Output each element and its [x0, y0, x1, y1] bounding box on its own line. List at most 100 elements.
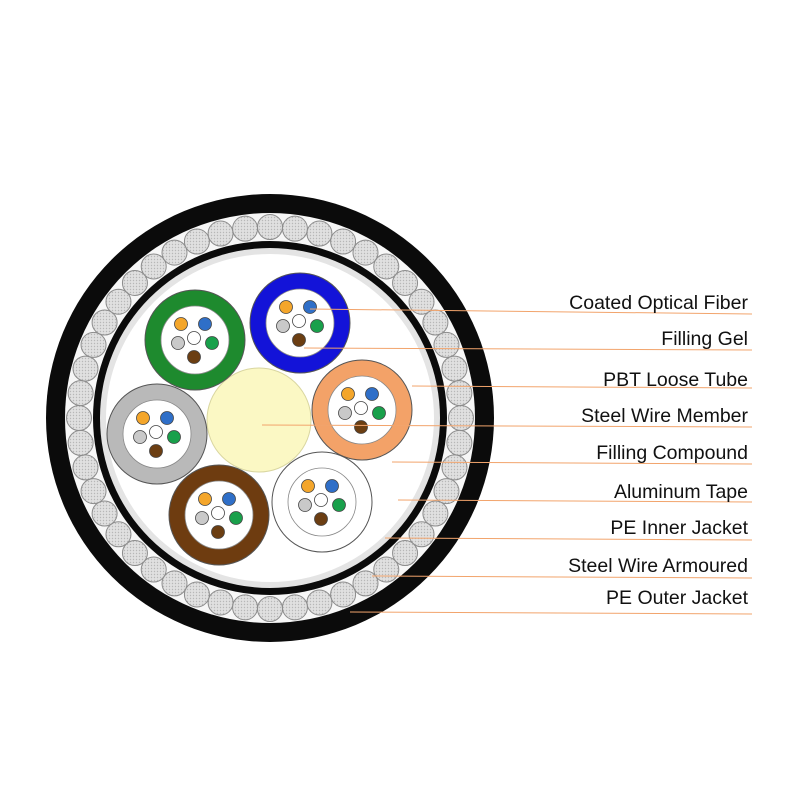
- coated-optical-fiber: [171, 336, 185, 350]
- coated-optical-fiber: [372, 406, 386, 420]
- label-aluminum-tape: Aluminum Tape: [614, 481, 748, 503]
- armour-wire: [232, 594, 259, 621]
- coated-optical-fiber: [325, 479, 339, 493]
- pbt-loose-tube-gray: [106, 383, 208, 485]
- leader-line: [411, 385, 753, 389]
- coated-optical-fiber: [211, 525, 225, 539]
- cable-cross-section: [46, 194, 494, 642]
- coated-optical-fiber: [365, 387, 379, 401]
- armour-wire: [67, 429, 94, 456]
- armour-wire: [66, 405, 92, 431]
- coated-optical-fiber: [276, 319, 290, 333]
- armour-wire: [330, 581, 357, 608]
- coated-optical-fiber: [198, 317, 212, 331]
- armour-wire: [306, 589, 333, 616]
- leader-line: [384, 537, 753, 541]
- armour-wire: [257, 596, 283, 622]
- armour-wire: [121, 269, 148, 296]
- armour-wire: [373, 253, 400, 280]
- label-steel-wire-member: Steel Wire Member: [581, 405, 748, 427]
- steel-wire-member: [206, 367, 312, 473]
- leader-line: [303, 347, 753, 351]
- armour-wire: [446, 429, 473, 456]
- label-pe-outer-jacket: PE Outer Jacket: [606, 587, 749, 609]
- leader-line: [349, 611, 753, 615]
- coated-optical-fiber: [338, 406, 352, 420]
- pbt-loose-tube-orange: [311, 359, 413, 461]
- armour-wire: [306, 220, 333, 247]
- pbt-loose-tube-blue: [249, 272, 351, 374]
- leader-line: [261, 424, 753, 428]
- armour-wire: [80, 478, 107, 505]
- armour-wire: [207, 589, 234, 616]
- coated-optical-fiber: [187, 350, 201, 364]
- armour-wire: [392, 540, 419, 567]
- armour-wire: [373, 556, 400, 583]
- coated-optical-fiber: [211, 506, 225, 520]
- armour-wire: [352, 239, 379, 266]
- coated-optical-fiber: [149, 444, 163, 458]
- armour-wire: [448, 405, 474, 431]
- coated-optical-fiber: [136, 411, 150, 425]
- label-pe-inner-jacket: PE Inner Jacket: [610, 517, 748, 539]
- coated-optical-fiber: [314, 512, 328, 526]
- coated-optical-fiber: [174, 317, 188, 331]
- armour-wire: [408, 521, 435, 548]
- callout-labels: Coated Optical Fiber Filling Gel PBT Loo…: [568, 292, 748, 609]
- coated-optical-fiber: [354, 401, 368, 415]
- coated-optical-fiber: [341, 387, 355, 401]
- armour-wire: [161, 570, 188, 597]
- armour-wire: [67, 380, 94, 407]
- armour-wire: [257, 214, 283, 240]
- armour-wire: [330, 228, 357, 255]
- armour-wire: [441, 355, 468, 382]
- armour-wire: [91, 309, 118, 336]
- coated-optical-fiber: [310, 319, 324, 333]
- leader-lines: [261, 308, 753, 615]
- pbt-loose-tube-brown: [168, 464, 270, 566]
- armour-wire: [80, 331, 107, 358]
- coated-optical-fiber: [187, 331, 201, 345]
- coated-optical-fiber: [195, 511, 209, 525]
- coated-optical-fiber: [298, 498, 312, 512]
- armour-wire: [140, 556, 167, 583]
- leader-line: [371, 575, 753, 579]
- leader-line: [309, 308, 753, 315]
- armour-wire: [183, 581, 210, 608]
- coated-optical-fiber: [279, 300, 293, 314]
- armour-wire: [281, 215, 308, 242]
- coated-optical-fiber: [301, 479, 315, 493]
- armour-wire: [408, 288, 435, 315]
- label-coated-optical-fiber: Coated Optical Fiber: [569, 292, 748, 314]
- coated-optical-fiber: [332, 498, 346, 512]
- armour-wire: [121, 540, 148, 567]
- armour-wire: [441, 454, 468, 481]
- armour-wire: [392, 269, 419, 296]
- coated-optical-fiber: [222, 492, 236, 506]
- armour-wire: [433, 331, 460, 358]
- armour-wire: [281, 594, 308, 621]
- armour-wire: [105, 288, 132, 315]
- label-filling-gel: Filling Gel: [661, 328, 748, 350]
- coated-optical-fiber: [133, 430, 147, 444]
- armour-wire: [183, 228, 210, 255]
- armour-wire: [232, 215, 259, 242]
- coated-optical-fiber: [303, 300, 317, 314]
- coated-optical-fiber: [205, 336, 219, 350]
- armour-wire: [105, 521, 132, 548]
- armour-wire: [72, 355, 99, 382]
- armour-wire: [422, 500, 449, 527]
- coated-optical-fiber: [198, 492, 212, 506]
- armour-wire: [140, 253, 167, 280]
- label-pbt-loose-tube: PBT Loose Tube: [603, 369, 748, 391]
- armour-wire: [446, 380, 473, 407]
- armour-wire: [161, 239, 188, 266]
- coated-optical-fiber: [314, 493, 328, 507]
- leader-line: [391, 461, 753, 465]
- armour-wire: [433, 478, 460, 505]
- armour-wire: [422, 309, 449, 336]
- coated-optical-fiber: [160, 411, 174, 425]
- label-filling-compound: Filling Compound: [596, 442, 748, 464]
- coated-optical-fiber: [229, 511, 243, 525]
